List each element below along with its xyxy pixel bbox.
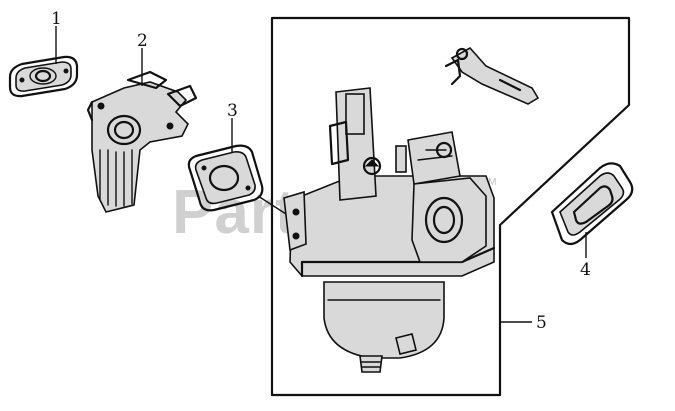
part-4-gasket[interactable] <box>550 162 634 246</box>
watermark-trademark: TM <box>482 177 496 188</box>
part-3-gasket[interactable] <box>187 144 264 212</box>
leader-3-to-assembly <box>257 195 287 215</box>
linkage-lever[interactable] <box>444 46 540 105</box>
callout-3[interactable]: 3 <box>227 101 238 121</box>
part-5-carburetor[interactable] <box>283 87 496 373</box>
part-2-insulator[interactable] <box>86 70 198 213</box>
part-1-gasket[interactable] <box>8 55 79 98</box>
assembly-boundary <box>270 16 631 397</box>
callout-5[interactable]: 5 <box>536 313 547 333</box>
callout-2[interactable]: 2 <box>137 31 148 51</box>
callout-1[interactable]: 1 <box>51 9 62 29</box>
callout-4[interactable]: 4 <box>580 260 591 280</box>
